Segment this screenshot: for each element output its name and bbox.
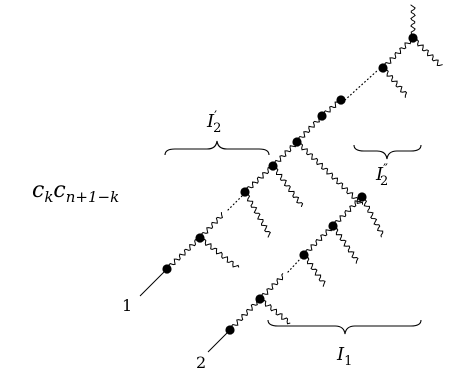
wavy-trunk-1g <box>382 37 415 69</box>
vertex-13 <box>328 221 338 231</box>
brace-I2-prime <box>164 140 270 156</box>
vertex-11 <box>255 294 265 304</box>
external-leg-1 <box>139 269 167 297</box>
wavy-lines <box>162 4 443 335</box>
leg-label-2: 2 <box>196 353 206 372</box>
dots-upper-branch-top <box>344 69 379 101</box>
label-I2-doubleprime-main: I <box>375 164 384 185</box>
label-I2-doubleprime-sub: 2 <box>380 174 388 189</box>
vertex-5 <box>292 137 302 147</box>
vertex-1 <box>162 264 172 274</box>
label-I2-prime-sub: 2 <box>213 121 221 136</box>
dots-upper-branch-low <box>287 256 303 273</box>
wavy-trunk-2d <box>332 195 362 227</box>
wavy-trunk-1b <box>199 212 224 239</box>
wavy-trunk-1e <box>296 115 324 143</box>
wavy-side-2d <box>360 196 384 238</box>
wavy-side-2c <box>331 225 359 264</box>
label-I1: I1 <box>336 344 352 369</box>
label-I1-sub: 1 <box>344 354 352 369</box>
brace-I1 <box>267 319 422 335</box>
wavy-side-1c <box>271 165 304 207</box>
label-I2-doubleprime: I″2 <box>375 162 388 189</box>
wavy-side-1a <box>199 237 240 268</box>
wavy-connector <box>296 141 364 205</box>
leg-label-1: 1 <box>122 296 132 315</box>
wavy-trunk-2c <box>303 224 333 256</box>
vertex-14 <box>357 192 367 202</box>
vertex-7 <box>336 95 346 105</box>
vertex-2 <box>195 233 205 243</box>
external-leg-2 <box>207 329 231 353</box>
vertex-4 <box>268 161 278 171</box>
wavy-trunk-1c <box>244 165 274 194</box>
formula-c2: c <box>53 178 65 203</box>
wavy-side-1e <box>412 37 443 67</box>
label-I2-prime-mark: ′ <box>214 109 217 124</box>
vertex-3 <box>240 187 250 197</box>
wavy-trunk-2a <box>229 299 262 331</box>
formula: ckcn+1−k <box>32 178 119 206</box>
formula-sub2: n+1−k <box>66 188 119 206</box>
label-I2-prime: I′2 <box>206 109 221 136</box>
label-I2-doubleprime-mark: ″ <box>383 162 388 177</box>
wavy-trunk-2b <box>259 273 284 301</box>
wavy-side-1b <box>243 191 271 238</box>
wavy-trunk-1d <box>272 140 297 168</box>
formula-sub1: k <box>44 188 53 206</box>
wavy-side-2b <box>302 254 326 287</box>
label-I1-main: I <box>336 344 345 365</box>
vertex-8 <box>378 63 388 73</box>
wavy-side-2a <box>259 298 291 325</box>
wavy-trunk-1a <box>166 237 201 271</box>
wavy-side-1d <box>381 67 408 98</box>
brace-I2-doubleprime <box>353 144 422 160</box>
vertex-9 <box>408 33 418 43</box>
dots-lower-branch <box>227 192 246 211</box>
wavy-trunk-1-top <box>410 4 416 39</box>
vertex-10 <box>225 325 235 335</box>
formula-c1: c <box>32 178 44 203</box>
vertex-6 <box>317 111 327 121</box>
label-I2-prime-main: I <box>206 111 215 132</box>
